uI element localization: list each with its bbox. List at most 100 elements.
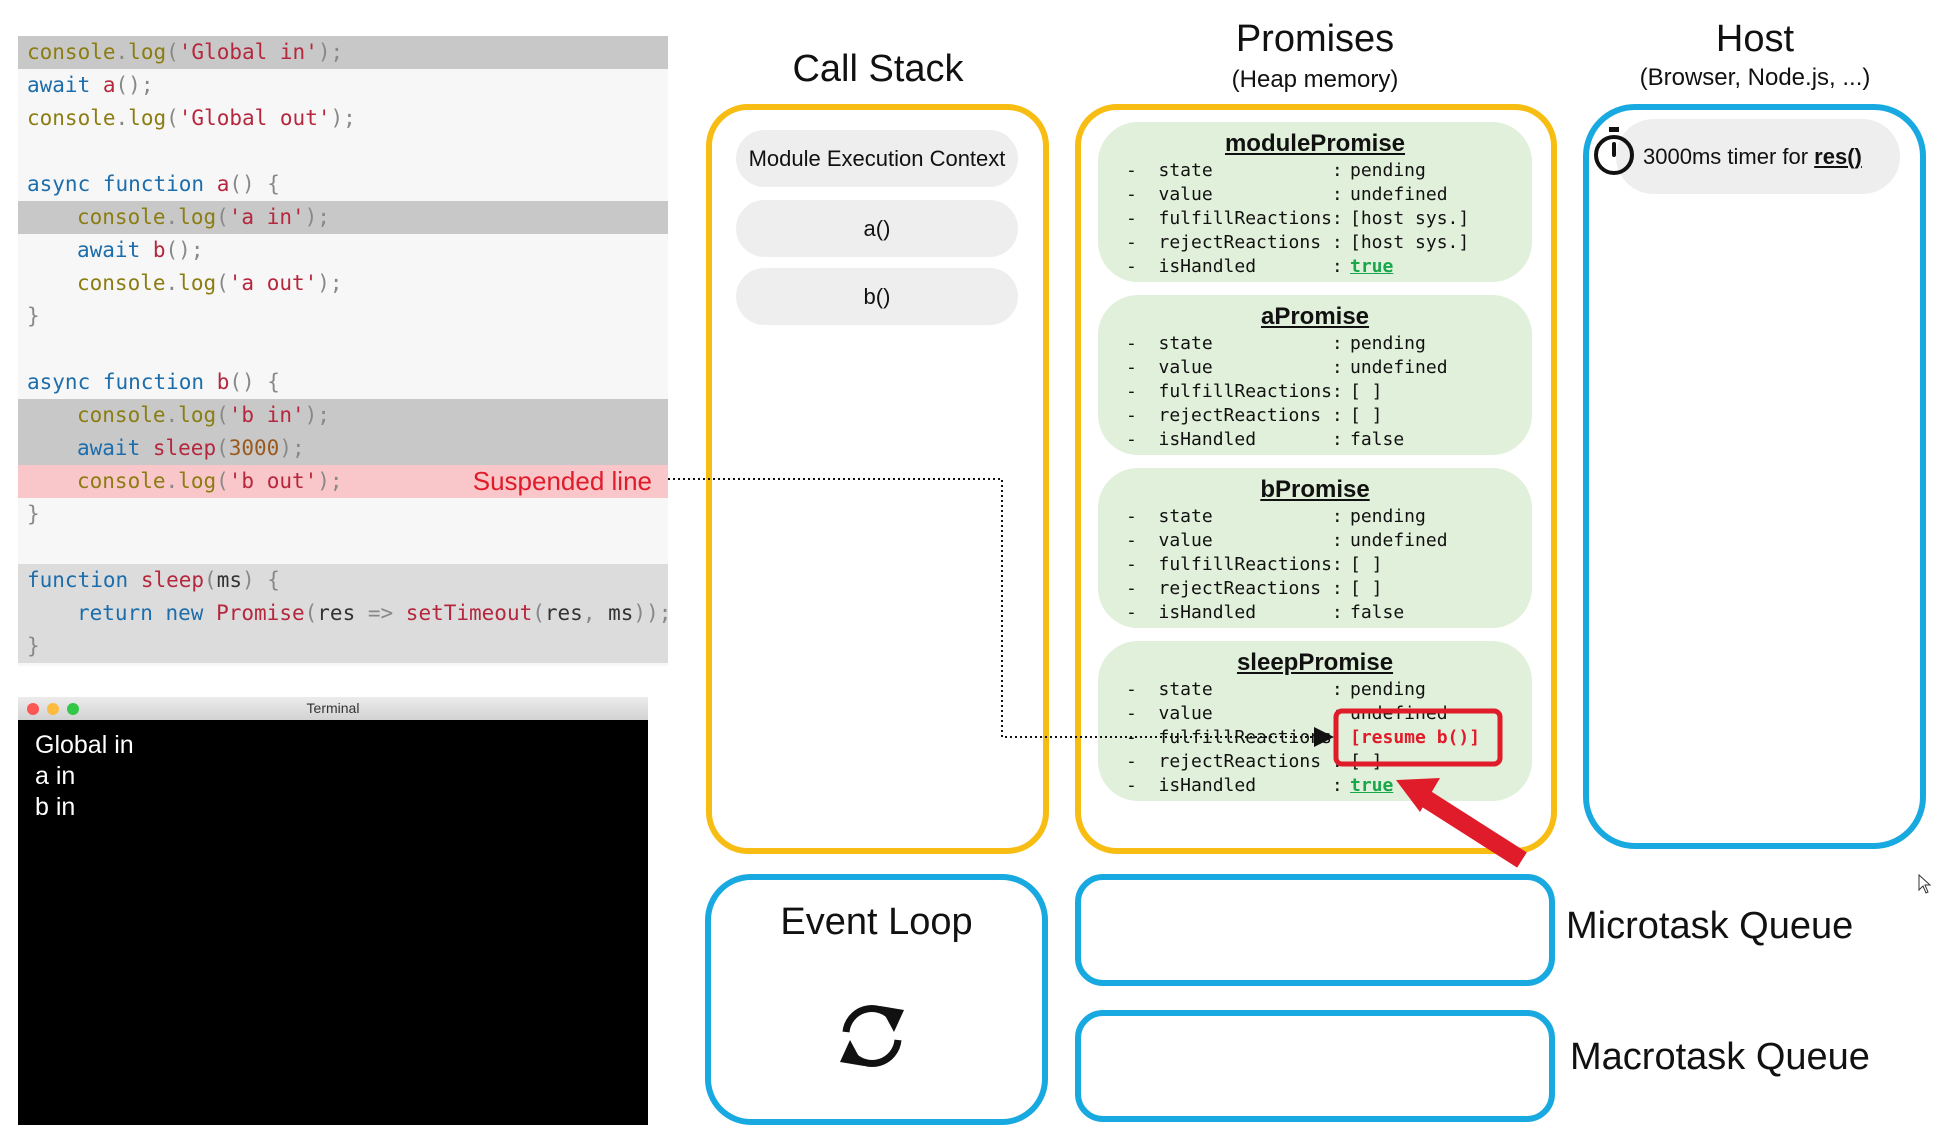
promise-field-value: false (1350, 429, 1405, 450)
code-text: console.log('b out'); (77, 469, 343, 493)
refresh-icon (840, 1005, 904, 1067)
promise-card: sleepPromise- state :pending- value :und… (1098, 641, 1532, 801)
promise-field-label: - fulfillReactions: (1126, 554, 1343, 575)
promise-field-value: true (1350, 256, 1394, 277)
code-line: async function b() { (18, 366, 668, 399)
code-text: console.log('b in'); (77, 403, 330, 427)
promise-field-label: - isHandled : (1126, 429, 1343, 450)
promise-field-value: [ ] (1350, 554, 1383, 575)
stack-frame-b: b() (736, 268, 1018, 325)
promise-field-label: - rejectReactions : (1126, 232, 1343, 253)
promise-field-value: [ ] (1350, 381, 1383, 402)
code-text: await a(); (27, 73, 154, 97)
mouse-cursor-icon (1918, 874, 1932, 894)
promise-card: bPromise- state :pending- value :undefin… (1098, 468, 1532, 628)
promise-name: aPromise (1260, 303, 1370, 330)
promise-field-label: - isHandled : (1126, 256, 1343, 277)
code-text: console.log('a out'); (77, 271, 343, 295)
minimize-dot-icon[interactable] (47, 703, 59, 715)
code-line: await a(); (18, 69, 668, 102)
code-line: } (18, 498, 668, 531)
promise-field-label: - value : (1126, 357, 1343, 378)
code-line: console.log('b in'); (18, 399, 668, 432)
promise-name: bPromise (1260, 476, 1370, 503)
code-line: async function a() { (18, 168, 668, 201)
promise-field-value: [resume b()] (1350, 727, 1481, 748)
code-line: await b(); (18, 234, 668, 267)
terminal-window: Terminal Global in a in b in (18, 697, 648, 1125)
code-text: } (27, 634, 40, 658)
stack-frame-module: Module Execution Context (736, 130, 1018, 187)
promise-field-value: undefined (1350, 530, 1448, 551)
promise-name: modulePromise (1224, 130, 1406, 157)
promise-field-label: - state : (1126, 679, 1343, 700)
promise-field-value: [host sys.] (1350, 232, 1470, 253)
code-text: await sleep(3000); (77, 436, 305, 460)
maximize-dot-icon[interactable] (67, 703, 79, 715)
host-box (1583, 104, 1926, 849)
promise-card: aPromise- state :pending- value :undefin… (1098, 295, 1532, 455)
terminal-line: Global in (35, 731, 134, 759)
code-text: console.log('Global in'); (27, 40, 344, 64)
code-text: console.log('Global out'); (27, 106, 356, 130)
promise-field-value: undefined (1350, 184, 1448, 205)
terminal-output: Global in a in b in (18, 720, 648, 833)
promise-field-value: pending (1350, 160, 1426, 181)
code-line: console.log('a in'); (18, 201, 668, 234)
promises-subtitle: (Heap memory) (1231, 66, 1399, 93)
pointer-arrow-head (1396, 778, 1440, 812)
macrotask-queue-label: Macrotask Queue (1570, 1036, 1870, 1078)
code-line: } (18, 300, 668, 333)
promise-field-value: [ ] (1350, 578, 1383, 599)
code-text: async function a() { (27, 172, 280, 196)
code-line: console.log('a out'); (18, 267, 668, 300)
promises-title: Promises (1235, 18, 1395, 60)
code-line: console.log('Global out'); (18, 102, 668, 135)
promise-field-label: - state : (1126, 333, 1343, 354)
event-loop-box (705, 874, 1048, 1125)
terminal-line: a in (35, 762, 76, 790)
terminal-line: b in (35, 793, 76, 821)
code-line: return new Promise(res => setTimeout(res… (18, 597, 672, 630)
code-line: } (18, 630, 668, 663)
code-line: console.log('b out');Suspended line (18, 465, 668, 498)
promise-field-label: - state : (1126, 160, 1343, 181)
promise-field-value: [ ] (1350, 405, 1383, 426)
promise-card: modulePromise - state : pending - value : un… (1098, 122, 1532, 282)
host-title: Host (1715, 18, 1795, 60)
code-text: } (27, 502, 40, 526)
close-dot-icon[interactable] (27, 703, 39, 715)
promise-field-label: - value : (1126, 530, 1343, 551)
promise-field-value: pending (1350, 333, 1426, 354)
suspended-connector (668, 478, 1334, 747)
promise-field-value: [host sys.] (1350, 208, 1470, 229)
promise-field-value: false (1350, 602, 1405, 623)
code-text: function sleep(ms) { (27, 568, 280, 592)
promise-field-label: - state : (1126, 506, 1343, 527)
code-text: } (27, 304, 40, 328)
host-subtitle: (Browser, Node.js, ...) (1639, 64, 1871, 91)
code-line: function sleep(ms) { (18, 564, 668, 597)
code-text: console.log('a in'); (77, 205, 330, 229)
code-panel: console.log('Global in'); await a(); conso… (18, 36, 672, 666)
microtask-queue-label: Microtask Queue (1566, 905, 1854, 947)
stack-frame-a: a() (736, 200, 1018, 257)
promises-box (1075, 104, 1557, 854)
code-text: return new Promise(res => setTimeout(res… (77, 601, 672, 625)
resume-highlight-box (1333, 708, 1503, 767)
terminal-titlebar: Terminal (18, 697, 648, 720)
promise-field-label: - isHandled : (1126, 602, 1343, 623)
stopwatch-icon (1594, 127, 1634, 175)
code-line: console.log('Global in'); (18, 36, 668, 69)
code-text: await b(); (77, 238, 204, 262)
promise-name: sleepPromise (1236, 649, 1394, 676)
promise-field-label: - value : (1126, 184, 1343, 205)
promise-field-value: true (1350, 775, 1394, 796)
code-line: await sleep(3000); (18, 432, 668, 465)
timer-target: res() (1814, 144, 1862, 169)
promise-field-value: pending (1350, 679, 1426, 700)
promise-field-label: - rejectReactions : (1126, 578, 1343, 599)
call-stack-title: Call Stack (792, 48, 964, 90)
promise-field-label: - fulfillReactions: (1126, 208, 1343, 229)
